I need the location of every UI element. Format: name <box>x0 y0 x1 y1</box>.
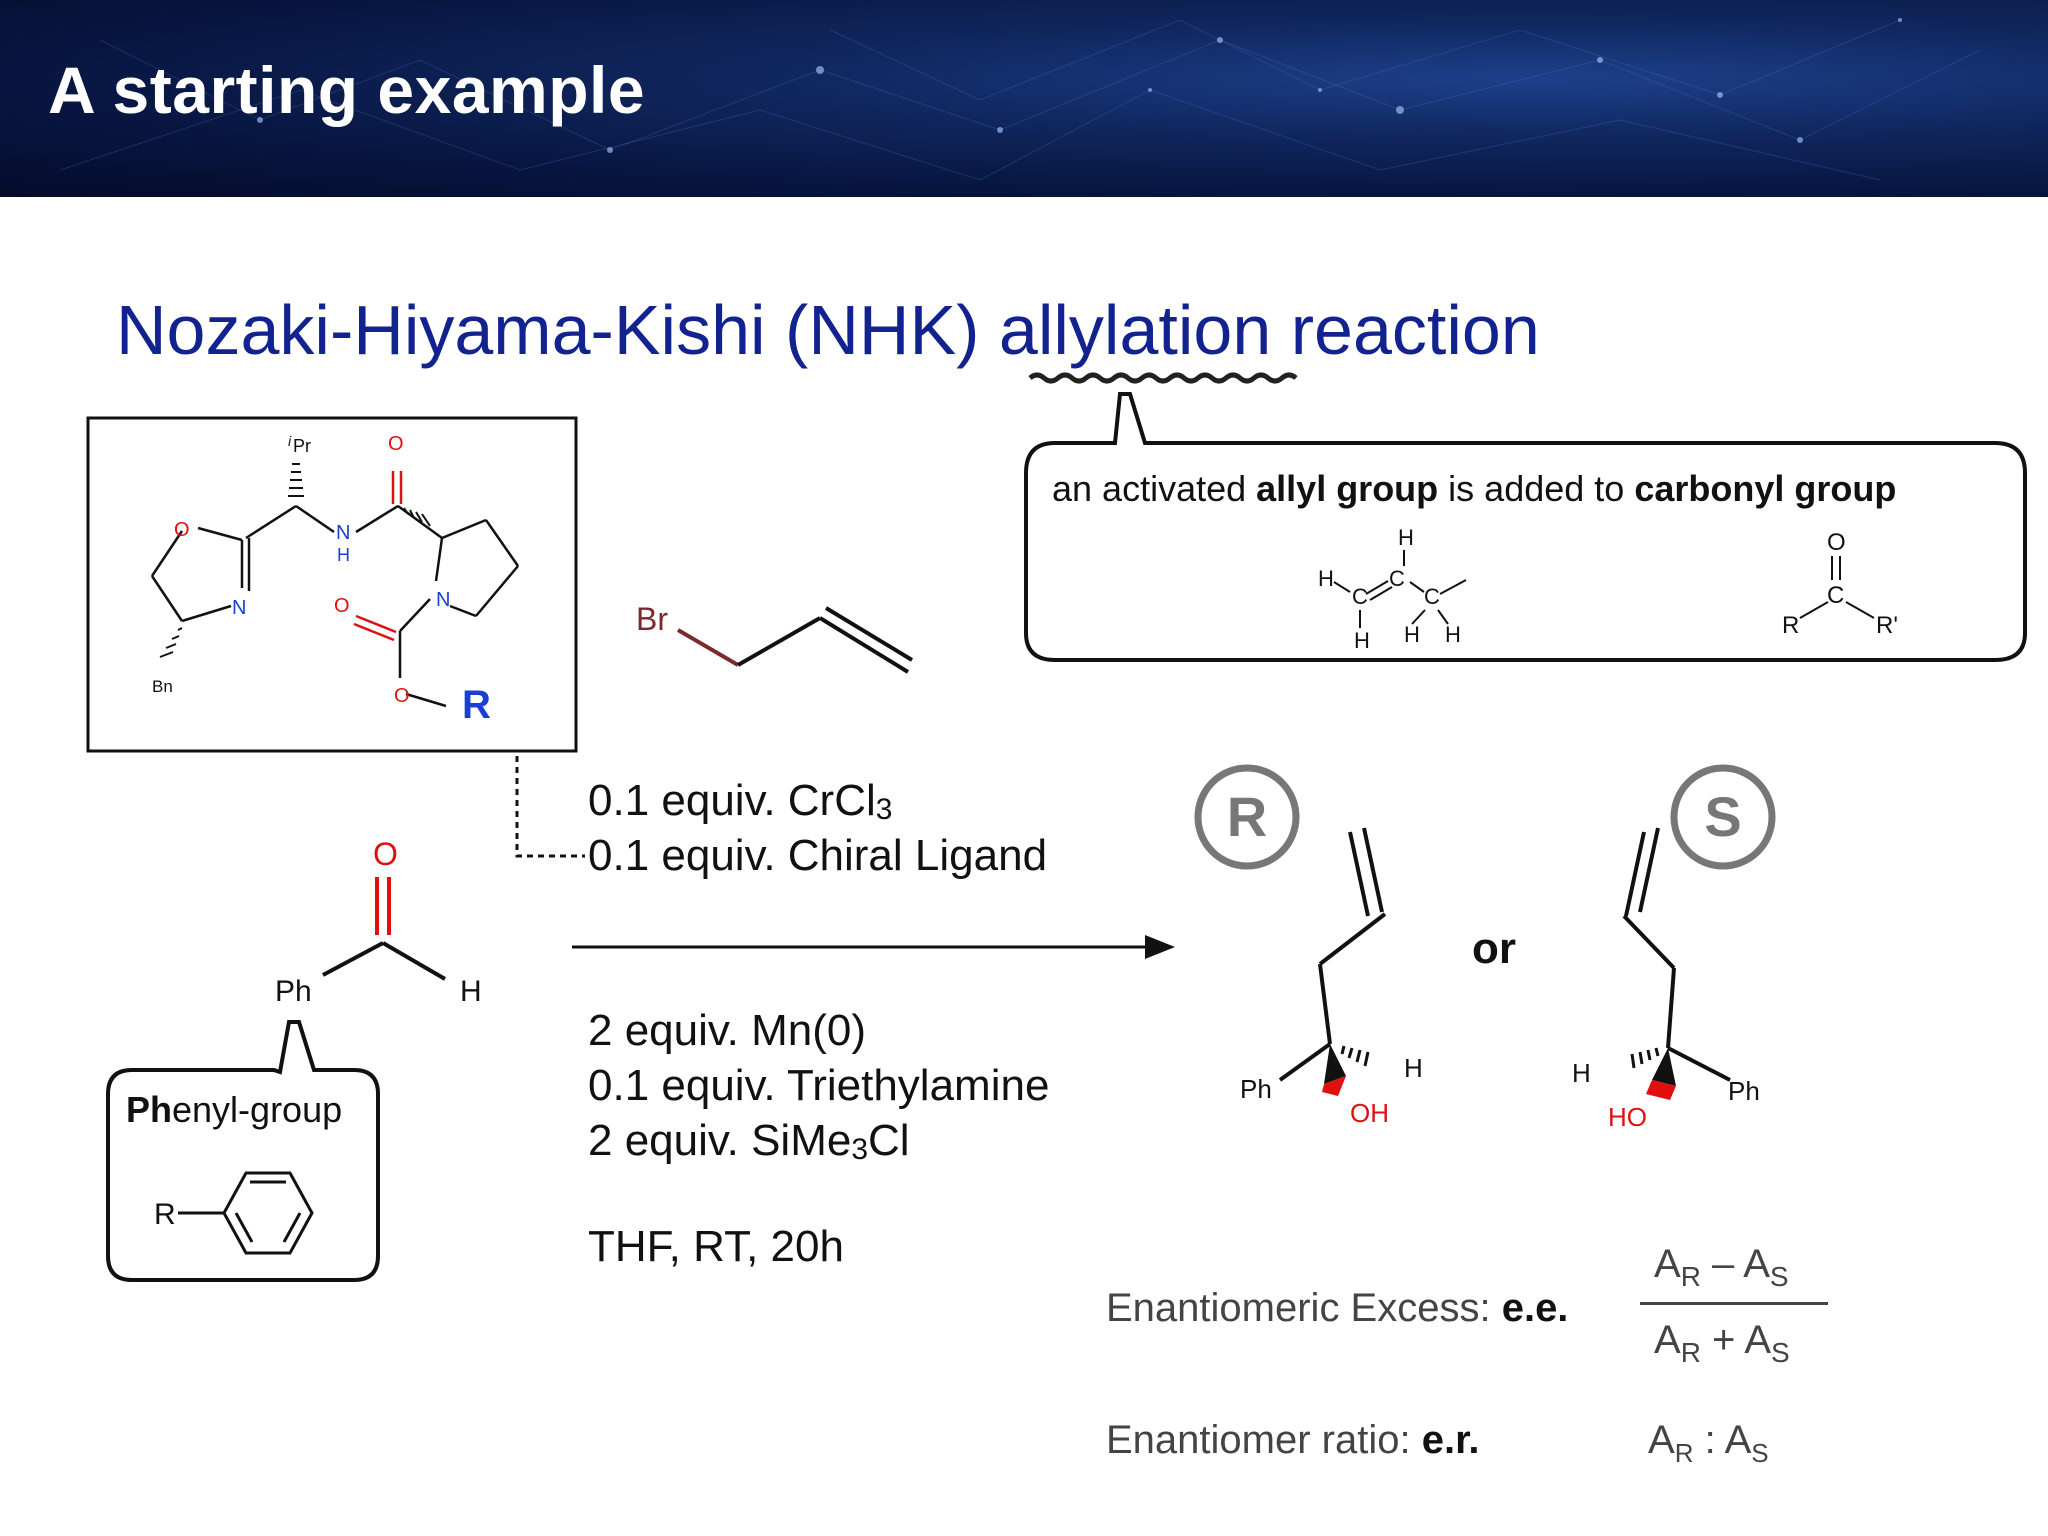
condition-chiral-ligand: 0.1 equiv. Chiral Ligand <box>588 831 1048 880</box>
svg-text:C: C <box>1352 584 1368 609</box>
allyl-bromide-structure: Br <box>636 601 914 674</box>
svg-text:Br: Br <box>636 601 668 637</box>
svg-text:R: R <box>462 683 491 727</box>
svg-text:R: R <box>1227 785 1267 848</box>
fraction-bar <box>1640 1302 1828 1305</box>
svg-text:H: H <box>1398 525 1414 550</box>
s-product-structure: H Ph HO <box>1572 827 1760 1132</box>
svg-text:H: H <box>1445 622 1461 647</box>
s-descriptor-badge: S <box>1670 764 1776 870</box>
allyl-group-structure: H H C C C H H H <box>1318 525 1467 653</box>
svg-text:H: H <box>1572 1058 1591 1088</box>
condition-crcl3: 0.1 equiv. CrCl3 <box>588 776 893 826</box>
svg-text:S: S <box>1704 785 1741 848</box>
svg-text:O: O <box>334 595 350 617</box>
header-banner: A starting example <box>0 0 2048 197</box>
svg-text:O: O <box>388 433 404 455</box>
svg-text:N: N <box>436 589 450 611</box>
chiral-ligand-structure: i Pr O O N N H N O O R Bn <box>86 416 578 753</box>
spacer <box>1020 370 1022 372</box>
svg-text:Ph: Ph <box>1728 1076 1760 1106</box>
slide-title: A starting example <box>48 53 646 127</box>
svg-text:Bn: Bn <box>152 677 173 696</box>
svg-text:H: H <box>1404 1053 1423 1083</box>
svg-text:C: C <box>1389 566 1405 591</box>
er-label: Enantiomer ratio: e.r. <box>1106 1418 1480 1462</box>
svg-text:H: H <box>337 545 350 565</box>
condition-mn: 2 equiv. Mn(0) <box>588 1006 866 1055</box>
svg-text:O: O <box>1827 529 1846 556</box>
svg-text:O: O <box>394 685 410 707</box>
svg-text:H: H <box>1354 628 1370 653</box>
network-background <box>59 18 1981 181</box>
reaction-title: Nozaki-Hiyama-Kishi (NHK) allylation rea… <box>116 291 1540 369</box>
svg-text:OH: OH <box>1350 1098 1389 1128</box>
svg-text:N: N <box>336 522 350 544</box>
condition-simecl: 2 equiv. SiMe3Cl <box>588 1116 910 1166</box>
svg-text:H: H <box>460 975 482 1008</box>
phenyl-group-callout: Phenyl-group R <box>106 1020 380 1282</box>
condition-solvent: THF, RT, 20h <box>588 1222 844 1271</box>
svg-text:O: O <box>174 519 190 541</box>
svg-text:R: R <box>154 1198 176 1231</box>
svg-text:Ph: Ph <box>1240 1074 1272 1104</box>
svg-text:HO: HO <box>1608 1102 1647 1132</box>
svg-text:H: H <box>1318 566 1334 591</box>
svg-text:Phenyl-group: Phenyl-group <box>126 1089 342 1130</box>
underline-squiggle <box>1028 372 1298 384</box>
callout-box <box>1024 392 2027 662</box>
r-product-structure: Ph H OH <box>1240 827 1423 1128</box>
ligand-connector <box>515 756 585 858</box>
carbonyl-group-structure: O C R R' <box>1782 529 1898 639</box>
svg-text:Ph: Ph <box>275 975 312 1008</box>
svg-text:i: i <box>288 433 292 449</box>
svg-text:Pr: Pr <box>293 436 311 456</box>
ee-denominator: AR + AS <box>1654 1318 1790 1368</box>
svg-text:C: C <box>1827 582 1844 609</box>
ee-numerator: AR – AS <box>1654 1242 1789 1292</box>
svg-text:C: C <box>1424 584 1440 609</box>
r-descriptor-badge: R <box>1194 764 1300 870</box>
svg-text:R: R <box>1782 612 1799 639</box>
svg-text:R': R' <box>1876 612 1898 639</box>
callout-text: an activated allyl group is added to car… <box>1052 468 1897 509</box>
reaction-arrow <box>572 935 1175 959</box>
benzaldehyde-structure: O Ph H <box>275 836 482 1008</box>
svg-text:O: O <box>373 836 398 872</box>
condition-triethylamine: 0.1 equiv. Triethylamine <box>588 1061 1050 1110</box>
ee-label: Enantiomeric Excess: e.e. <box>1106 1286 1569 1330</box>
svg-text:N: N <box>232 597 246 619</box>
or-label: or <box>1472 924 1516 973</box>
er-formula: AR : AS <box>1648 1418 1769 1468</box>
svg-text:H: H <box>1404 622 1420 647</box>
